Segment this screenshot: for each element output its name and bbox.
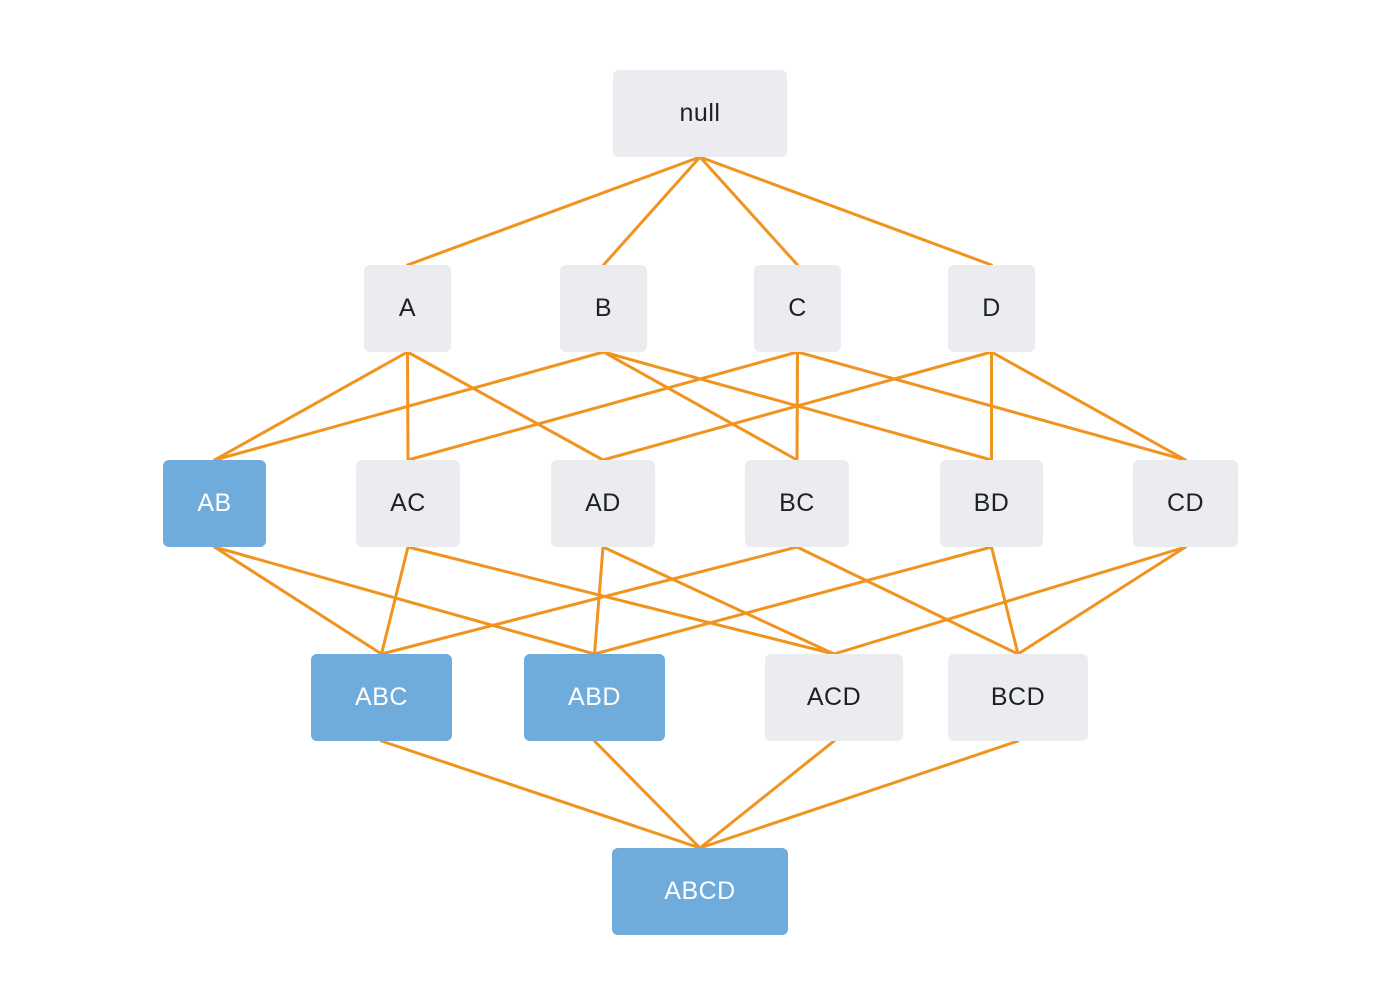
edge-AB-ABD xyxy=(213,545,596,656)
edge-BD-ABD xyxy=(593,545,993,656)
edge-B-AB xyxy=(213,350,605,462)
edge-BC-ABC xyxy=(380,545,799,656)
edge-AC-ABC xyxy=(380,545,410,656)
node-b: B xyxy=(560,265,647,352)
edge-A-AB xyxy=(213,350,409,462)
edge-BC-BCD xyxy=(795,545,1020,656)
node-null: null xyxy=(613,70,787,157)
edge-ABC-ABCD xyxy=(380,739,702,850)
edge-null-A xyxy=(406,155,702,267)
node-a: A xyxy=(364,265,451,352)
edge-CD-ACD xyxy=(832,545,1187,656)
node-c: C xyxy=(754,265,841,352)
node-ac: AC xyxy=(356,460,460,547)
edge-AB-ABC xyxy=(213,545,383,656)
node-abc: ABC xyxy=(311,654,452,741)
edge-CD-BCD xyxy=(1016,545,1187,656)
node-cd: CD xyxy=(1133,460,1238,547)
node-bcd: BCD xyxy=(948,654,1088,741)
edge-AC-ACD xyxy=(406,545,836,656)
edge-ABD-ABCD xyxy=(593,739,702,850)
node-bd: BD xyxy=(940,460,1043,547)
edge-A-AD xyxy=(406,350,605,462)
node-acd: ACD xyxy=(765,654,903,741)
edge-B-BC xyxy=(602,350,799,462)
edge-AD-ACD xyxy=(601,545,836,656)
edge-AD-ABD xyxy=(593,545,605,656)
edge-null-C xyxy=(698,155,799,267)
edge-null-D xyxy=(698,155,993,267)
edge-D-AD xyxy=(601,350,993,462)
edge-BCD-ABCD xyxy=(698,739,1020,850)
edge-D-CD xyxy=(990,350,1187,462)
node-d: D xyxy=(948,265,1035,352)
node-abcd: ABCD xyxy=(612,848,788,935)
edge-ACD-ABCD xyxy=(698,739,836,850)
node-ad: AD xyxy=(551,460,655,547)
edge-null-B xyxy=(602,155,702,267)
node-ab: AB xyxy=(163,460,266,547)
edge-C-AC xyxy=(406,350,799,462)
node-abd: ABD xyxy=(524,654,665,741)
node-bc: BC xyxy=(745,460,849,547)
